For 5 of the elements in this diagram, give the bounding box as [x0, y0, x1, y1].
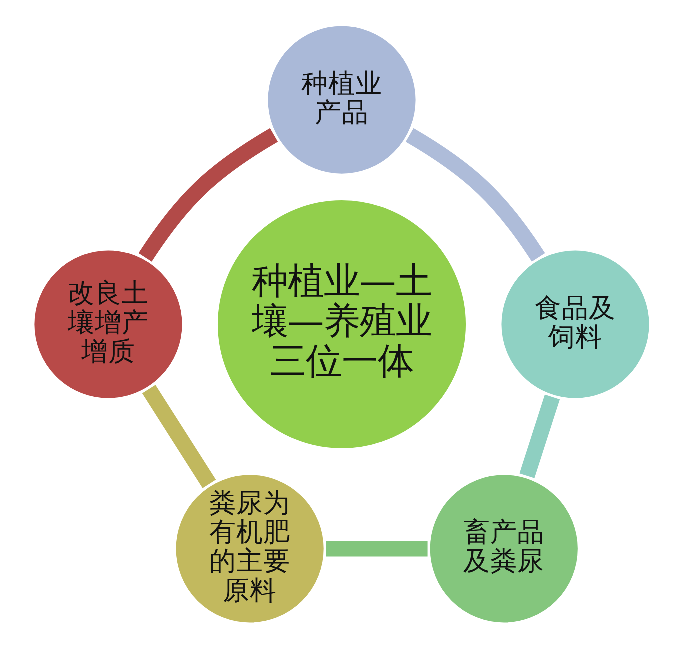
connector — [142, 385, 216, 488]
connector — [326, 541, 428, 557]
connector — [138, 128, 278, 262]
connector — [406, 128, 546, 262]
connector — [520, 394, 560, 478]
